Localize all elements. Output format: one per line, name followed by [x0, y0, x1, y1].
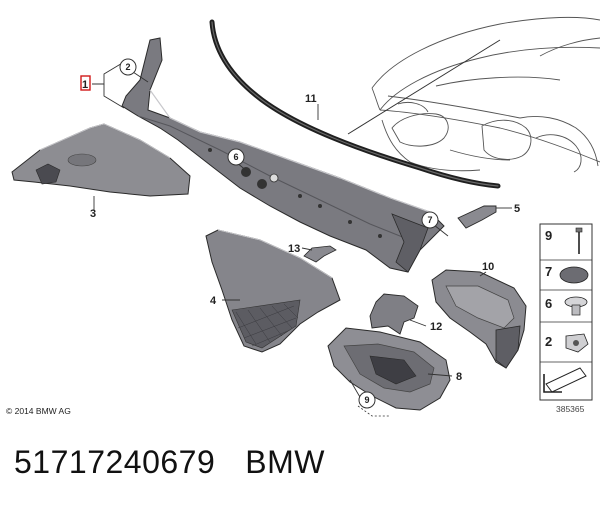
copyright-notice: © 2014 BMW AG [6, 406, 71, 416]
expanding-rivet-icon [564, 296, 588, 316]
clip-part-13 [303, 245, 337, 263]
direction-arrow-icon [543, 367, 587, 393]
callout-3: 3 [90, 208, 96, 220]
car-outline-drawing [371, 16, 600, 173]
car-leader-line [347, 39, 501, 135]
mesh-cover-part-4 [205, 229, 341, 353]
callout-6: 6 [233, 152, 238, 162]
callout-4: 4 [210, 295, 217, 307]
brand-name: BMW [245, 444, 325, 480]
callout-2: 2 [125, 62, 130, 72]
callout-10: 10 [482, 261, 494, 273]
plug-cap-icon [559, 266, 589, 284]
callout-2-bubble [119, 58, 137, 76]
callout-1-highlight-box [80, 75, 91, 91]
callout-7: 7 [427, 215, 432, 225]
callout-5: 5 [514, 203, 520, 215]
callout-11: 11 [305, 93, 317, 105]
legend-item-2-label: 2 [545, 334, 552, 349]
callout-1: 1 [82, 79, 88, 91]
legend-item-7-label: 7 [545, 264, 552, 279]
callout-8: 8 [456, 371, 462, 383]
callout-9-bubble [358, 391, 376, 409]
cowl-panel-part-1 [121, 37, 445, 273]
callout-13: 13 [288, 243, 300, 255]
callout-9: 9 [364, 395, 369, 405]
diagram-reference-number: 385365 [556, 404, 585, 414]
part-number: 51717240679 [14, 444, 216, 480]
fastener-legend: 9 7 6 2 [539, 223, 593, 401]
callout-7-bubble [421, 211, 439, 229]
legend-item-6-label: 6 [545, 296, 552, 311]
leader-lines [92, 61, 512, 405]
callout-9-bracket [357, 405, 390, 417]
left-cover-part-3 [11, 123, 191, 197]
legend-item-9-label: 9 [545, 228, 552, 243]
screw-fastener-icon [575, 227, 583, 254]
callout-12: 12 [430, 321, 442, 333]
part-caption: 51717240679 BMW [14, 444, 325, 481]
bracket-part-12 [369, 293, 419, 335]
clip-nut-icon [565, 333, 589, 353]
right-cover-part-10 [431, 269, 527, 369]
callout-6-bubble [227, 148, 245, 166]
bracket-part-5 [457, 205, 497, 229]
lower-cover-part-8 [327, 327, 451, 411]
